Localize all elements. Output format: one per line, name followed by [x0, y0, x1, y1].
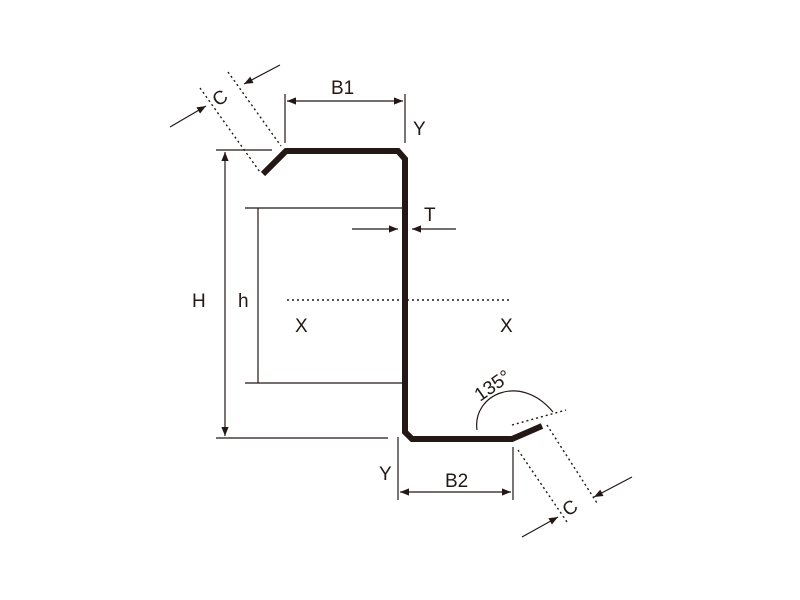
- label-c-top: C: [209, 86, 232, 111]
- label-H: H: [192, 291, 206, 312]
- label-B2: B2: [445, 471, 468, 492]
- lip-extension-line: [511, 409, 567, 426]
- dimension-B1: [284, 94, 406, 143]
- label-x-right: X: [500, 316, 513, 337]
- dimension-B2: [397, 437, 514, 500]
- dimension-C-bottom: [517, 424, 633, 538]
- label-B1: B1: [331, 78, 354, 99]
- label-T: T: [424, 205, 436, 226]
- label-y-bottom: Y: [379, 464, 392, 485]
- dimension-C-top: [169, 64, 282, 173]
- dimension-h: [245, 207, 403, 384]
- label-h: h: [238, 291, 249, 312]
- label-y-top: Y: [413, 119, 426, 140]
- z-profile-section: [260, 148, 544, 442]
- label-c-bottom: C: [559, 496, 582, 521]
- label-angle: 135°: [471, 366, 515, 406]
- label-x-left: X: [295, 316, 308, 337]
- angle-arc: [476, 390, 554, 431]
